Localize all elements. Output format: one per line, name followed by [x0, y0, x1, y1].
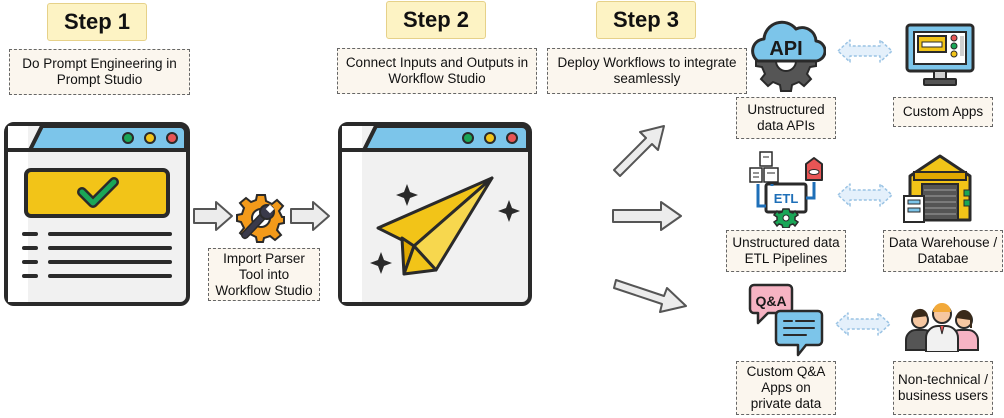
workflow-studio-window-icon: [338, 122, 532, 306]
deploy-arrow-up-icon: [613, 125, 665, 177]
parser-tool-gear-icon: [236, 194, 285, 243]
business-users-icon: [905, 303, 979, 352]
bidirectional-arrow-icon: [835, 312, 891, 336]
deploy-arrow-down-icon: [613, 279, 687, 313]
etl-pipeline-icon: ETL: [749, 151, 823, 228]
integration-source-label: Custom Q&A Apps on private data: [736, 361, 836, 415]
integration-target-label: Data Warehouse / Databae: [883, 230, 1003, 272]
import-parser-label: Import Parser Tool into Workflow Studio: [208, 248, 320, 301]
step-2-badge: Step 2: [386, 1, 486, 39]
bidirectional-arrow-icon: [837, 39, 893, 63]
etl-text: ETL: [774, 191, 799, 206]
step-1-label: Do Prompt Engineering in Prompt Studio: [9, 49, 190, 95]
integration-source-label: Unstructured data APIs: [736, 97, 836, 139]
prompt-studio-window-icon: [4, 122, 190, 306]
qa-chat-icon: Q&A: [748, 283, 824, 357]
flow-arrow-icon: [193, 201, 233, 231]
qa-text: Q&A: [755, 293, 786, 309]
step-2-label: Connect Inputs and Outputs in Workflow S…: [337, 48, 537, 94]
step-3-label: Deploy Workflows to integrate seamlessly: [547, 48, 747, 94]
step-3-badge: Step 3: [596, 1, 696, 39]
step-1-badge: Step 1: [47, 3, 147, 41]
integration-target-label: Custom Apps: [893, 97, 993, 127]
api-cloud-gear-icon: API: [751, 20, 826, 92]
integration-target-label: Non-technical / business users: [893, 361, 993, 415]
flow-arrow-icon: [290, 201, 330, 231]
deploy-arrow-right-icon: [612, 201, 682, 231]
data-warehouse-icon: [903, 154, 972, 223]
api-text: API: [769, 38, 802, 60]
integration-source-label: Unstructured data ETL Pipelines: [726, 230, 846, 272]
bidirectional-arrow-icon: [837, 183, 893, 207]
custom-apps-monitor-icon: [905, 23, 975, 86]
